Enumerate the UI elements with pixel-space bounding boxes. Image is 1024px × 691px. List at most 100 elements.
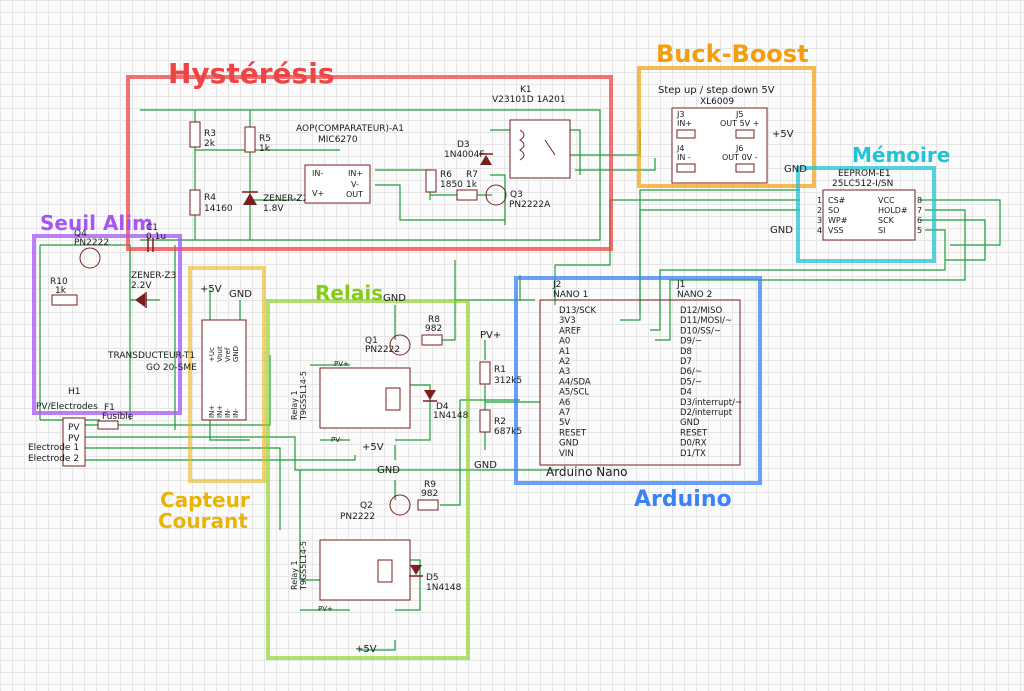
svg-text:PN2222: PN2222 bbox=[74, 238, 109, 248]
nano2-pin: D4 bbox=[680, 388, 692, 398]
nano2-pin: D6/~ bbox=[680, 367, 702, 377]
svg-text:1N4148: 1N4148 bbox=[426, 583, 462, 593]
svg-text:AOP(COMPARATEUR)-A1: AOP(COMPARATEUR)-A1 bbox=[296, 124, 404, 134]
transistor-q2: Q2 PN2222 bbox=[340, 494, 411, 522]
svg-text:0.1u: 0.1u bbox=[146, 232, 166, 242]
transducer-pin: IN+ bbox=[208, 405, 216, 418]
nano1-pin: A2 bbox=[559, 357, 570, 367]
label-arduino: Arduino bbox=[634, 487, 732, 512]
svg-text:PN2222: PN2222 bbox=[340, 512, 375, 522]
region-memoire bbox=[796, 166, 936, 263]
svg-text:Step up / step down 5V: Step up / step down 5V bbox=[658, 85, 775, 96]
svg-text:Electrode 1: Electrode 1 bbox=[28, 443, 79, 453]
transistor-q4: Q4 PN2222 bbox=[74, 229, 109, 269]
arduino-nano-title: Arduino Nano bbox=[546, 465, 628, 479]
nano1-pin: A0 bbox=[559, 337, 570, 347]
svg-text:J2: J2 bbox=[552, 280, 561, 290]
svg-text:NANO 1: NANO 1 bbox=[553, 290, 588, 300]
svg-text:Fusible: Fusible bbox=[102, 412, 134, 422]
svg-text:R3: R3 bbox=[204, 129, 216, 139]
svg-text:1k: 1k bbox=[259, 144, 271, 154]
svg-text:NANO 2: NANO 2 bbox=[677, 290, 712, 300]
nano2-pin: D9/~ bbox=[680, 337, 702, 347]
capacitor-c1: C1 0.1u bbox=[146, 223, 166, 252]
svg-text:R5: R5 bbox=[259, 134, 271, 144]
svg-text:R2: R2 bbox=[494, 417, 506, 427]
eeprom-pin-right: HOLD# bbox=[878, 206, 908, 215]
svg-text:J5: J5 bbox=[735, 110, 743, 119]
buck-boost-xl6009: Step up / step down 5V XL6009 J3 IN+ J4 … bbox=[658, 85, 775, 184]
resistor-r6: R6 1850 bbox=[425, 169, 463, 193]
eeprom-pin-num-right: 7 bbox=[917, 206, 922, 215]
resistor-r10: R10 1k bbox=[50, 277, 78, 306]
svg-text:IN+: IN+ bbox=[677, 119, 692, 128]
svg-text:TRANSDUCTEUR-T1: TRANSDUCTEUR-T1 bbox=[107, 351, 195, 361]
resistor-r5: R5 1k bbox=[244, 126, 271, 154]
diode-d4: D4 1N4148 bbox=[423, 390, 469, 421]
label-seuil-alim: Seuil Alim bbox=[40, 211, 153, 235]
svg-text:982: 982 bbox=[425, 324, 442, 334]
label-buck-boost: Buck-Boost bbox=[656, 40, 809, 68]
nano2-pin: D11/MOSI/~ bbox=[680, 316, 732, 326]
svg-text:Q3: Q3 bbox=[510, 190, 523, 200]
svg-text:J4: J4 bbox=[676, 144, 684, 153]
net-5v-out: +5V bbox=[772, 129, 794, 140]
svg-text:J6: J6 bbox=[735, 144, 743, 153]
net-5v-relay1b: +5V bbox=[355, 644, 377, 655]
resistor-r4: R4 14160 bbox=[189, 189, 233, 216]
svg-text:J1: J1 bbox=[676, 280, 685, 290]
svg-text:R1: R1 bbox=[494, 365, 506, 375]
nano2-pin: D1/TX bbox=[680, 449, 706, 459]
nano2-pin: D5/~ bbox=[680, 377, 702, 387]
svg-text:14160: 14160 bbox=[204, 204, 233, 214]
region-capteur-courant bbox=[188, 266, 266, 483]
eeprom-e1: EEPROM-E1 25LC512-I/SN CS#1SO2WP#3VSS4VC… bbox=[817, 169, 922, 241]
svg-text:IN+: IN+ bbox=[348, 169, 363, 178]
nano2-pin: RESET bbox=[680, 428, 708, 438]
transducer-t1: TRANSDUCTEUR-T1 GO 20-SME bbox=[107, 319, 247, 421]
svg-text:312k5: 312k5 bbox=[494, 376, 522, 386]
nano2-pin: D8 bbox=[680, 347, 692, 357]
net-5v-transducer: +5V bbox=[200, 284, 222, 295]
region-arduino bbox=[514, 276, 762, 485]
transistor-q3: Q3 PN2222A bbox=[485, 184, 551, 210]
svg-text:PV: PV bbox=[68, 434, 80, 444]
resistor-r1: R1 312k5 bbox=[479, 361, 522, 386]
nano1-pin: A4/SDA bbox=[559, 377, 591, 387]
nano1-pin: RESET bbox=[559, 428, 587, 438]
diode-d3: D3 1N4004F bbox=[444, 140, 493, 165]
svg-text:J3: J3 bbox=[676, 110, 684, 119]
svg-text:H1: H1 bbox=[68, 387, 81, 397]
net-gnd-q2: GND bbox=[377, 465, 400, 476]
region-buck-boost bbox=[637, 66, 816, 188]
nano2-pin: D0/RX bbox=[680, 439, 707, 449]
transducer-pin: Vout bbox=[216, 346, 224, 362]
svg-text:MIC6270: MIC6270 bbox=[318, 135, 358, 145]
arduino-nano-j1: J1 NANO 2 D12/MISOD11/MOSI/~D10/SS/~D9/~… bbox=[676, 280, 742, 459]
eeprom-pin-num-left: 3 bbox=[817, 216, 822, 225]
nano2-pin: GND bbox=[680, 418, 700, 428]
resistor-r2: R2 687k5 bbox=[479, 409, 522, 437]
svg-text:2k: 2k bbox=[204, 139, 216, 149]
svg-text:Q4: Q4 bbox=[74, 229, 87, 239]
svg-text:OUT 0V -: OUT 0V - bbox=[722, 153, 758, 162]
nano1-pin: A7 bbox=[559, 408, 570, 418]
svg-text:PN2222: PN2222 bbox=[365, 345, 400, 355]
nano1-pin: A6 bbox=[559, 398, 570, 408]
svg-text:IN-: IN- bbox=[312, 169, 323, 178]
net-gnd-eeprom: GND bbox=[770, 225, 793, 236]
svg-text:OUT: OUT bbox=[346, 190, 363, 199]
region-hysteresis bbox=[126, 75, 613, 251]
svg-text:R7: R7 bbox=[466, 170, 478, 180]
transducer-pin: GND bbox=[232, 346, 240, 362]
eeprom-pin-right: SCK bbox=[878, 216, 895, 225]
eeprom-pin-num-right: 5 bbox=[917, 226, 922, 235]
nano2-pin: D2/interrupt bbox=[680, 408, 733, 418]
svg-text:PN2222A: PN2222A bbox=[509, 200, 551, 210]
eeprom-pin-num-left: 1 bbox=[817, 196, 822, 205]
label-memoire: Mémoire bbox=[852, 143, 950, 167]
svg-text:1.8V: 1.8V bbox=[263, 204, 284, 214]
